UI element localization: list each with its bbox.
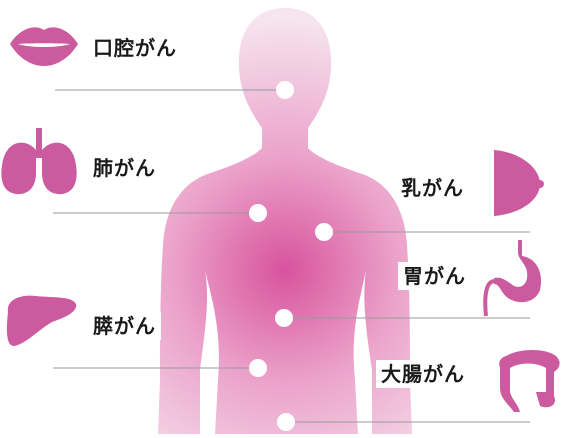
human-silhouette [158,8,412,434]
marker-oral [276,81,294,99]
lips-icon [10,27,78,66]
stomach-icon [483,240,542,317]
marker-stomach [275,309,293,327]
marker-lung [249,204,267,222]
breast-icon [494,150,544,216]
label-lung-cancer: 肺がん [88,154,161,182]
colon-icon [499,350,560,412]
liver-icon [6,295,77,346]
marker-pancreas [249,359,267,377]
markers [249,81,333,431]
label-pancreatic-cancer: 膵がん [88,312,161,340]
label-colon-cancer: 大腸がん [376,360,470,388]
marker-breast [315,223,333,241]
marker-colon [277,413,295,431]
label-breast-cancer: 乳がん [396,174,469,202]
lungs-icon [1,128,77,195]
leader-lines [53,89,530,423]
label-oral-cancer: 口腔がん [88,34,182,62]
label-stomach-cancer: 胃がん [398,262,471,290]
